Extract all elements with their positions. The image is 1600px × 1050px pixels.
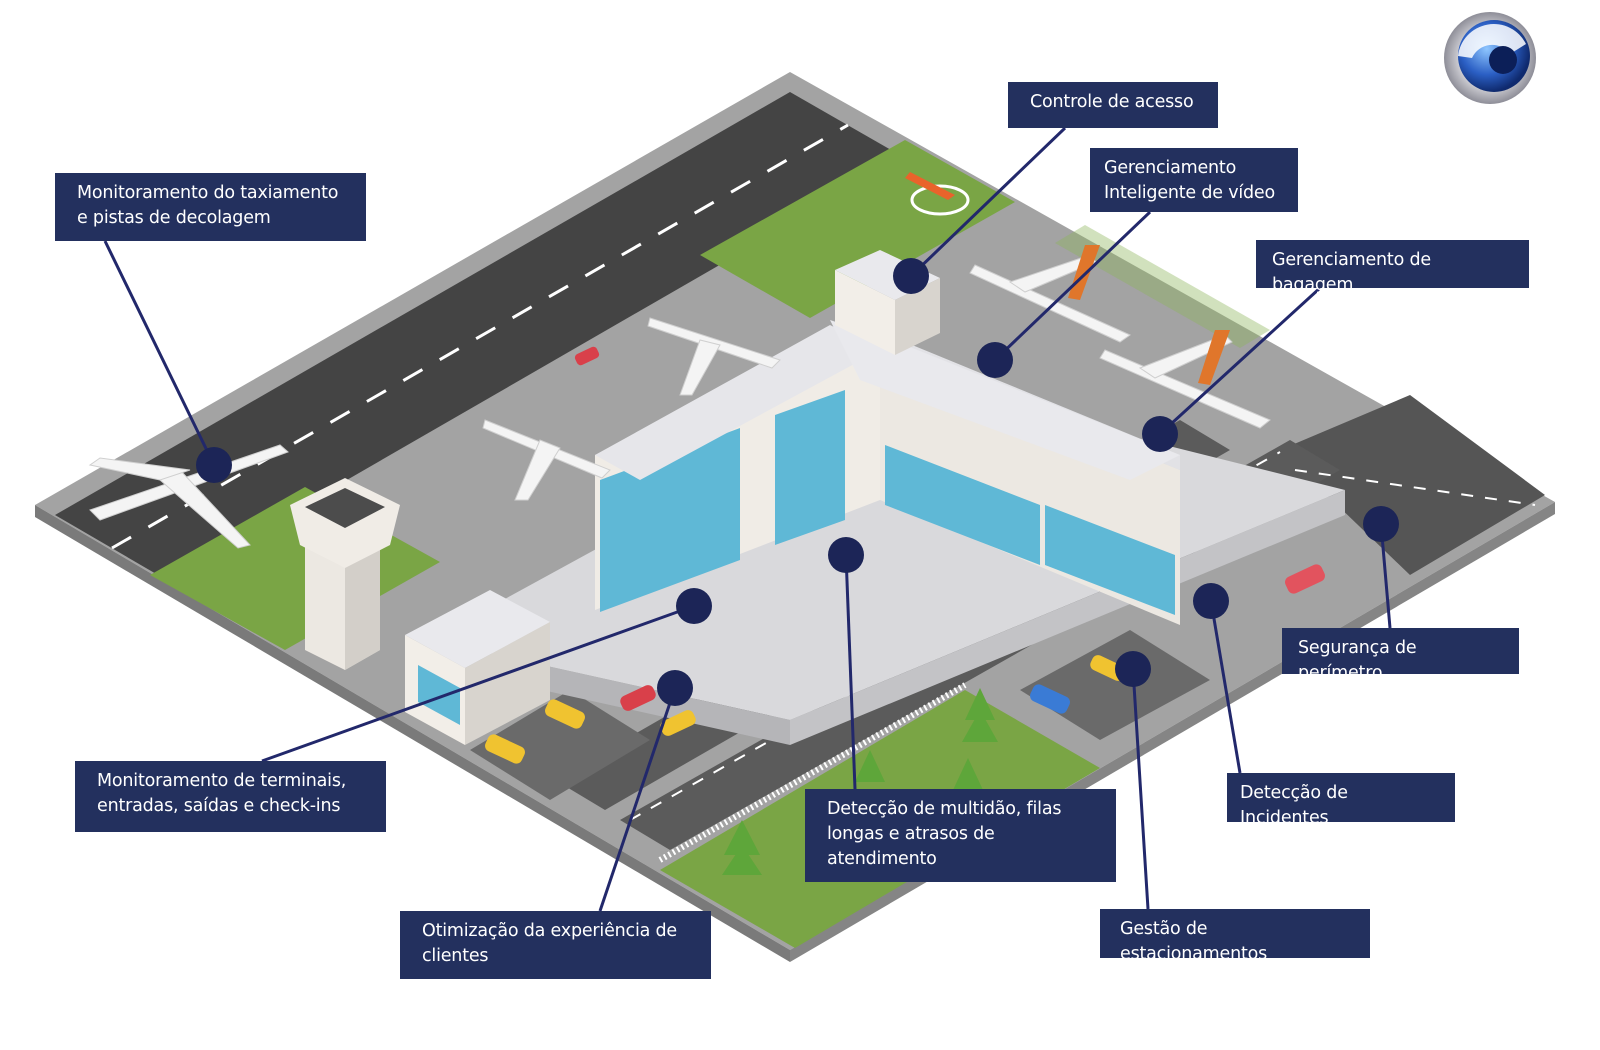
marker-baggage [1142, 416, 1178, 452]
marker-parking [1115, 651, 1151, 687]
callout-label: Gerenciamento de bagagem [1272, 250, 1431, 295]
leader-line-crowd [844, 554, 857, 790]
lens-logo-icon [1444, 12, 1536, 104]
cars [485, 346, 1325, 764]
marker-video [977, 342, 1013, 378]
leader-line-baggage [1158, 286, 1322, 436]
callout-incident-detection: Detecção de Incidentes [1227, 773, 1455, 828]
leader-line-taxiway [103, 240, 216, 466]
callout-label: Gestão de estacionamentos [1120, 919, 1268, 964]
aircraft-tail-stripes [1068, 245, 1230, 385]
callout-label: Detecção de Incidentes [1240, 783, 1348, 828]
callout-label: Monitoramento de terminais, entradas, sa… [97, 771, 347, 816]
callout-taxiway-monitoring: Monitoramento do taxiamento e pistas de … [55, 173, 366, 241]
marker-crowd [828, 537, 864, 573]
aircraft [88, 254, 1271, 549]
fence [658, 682, 967, 863]
terminal-building [405, 250, 1345, 745]
control-tower [290, 478, 400, 670]
callout-label: Controle de acesso [1030, 92, 1194, 112]
callout-customer-experience: Otimização da experiência de clientes [400, 911, 711, 979]
markers [196, 258, 1399, 706]
marker-terminals [676, 588, 712, 624]
marker-customer [657, 670, 693, 706]
marker-access [893, 258, 929, 294]
leader-line-terminals [261, 604, 695, 763]
callout-crowd-detection: Detecção de multidão, filas longas e atr… [805, 789, 1116, 882]
leader-line-video [993, 210, 1152, 362]
callout-video-management: Gerenciamento Inteligente de vídeo [1090, 148, 1298, 212]
leader-lines [103, 126, 1392, 912]
marker-perimeter [1363, 506, 1399, 542]
callout-label: Monitoramento do taxiamento e pistas de … [77, 183, 339, 228]
leader-line-parking [1131, 668, 1150, 910]
helipad [905, 172, 970, 216]
trees [722, 688, 998, 875]
callout-parking-management: Gestão de estacionamentos [1100, 909, 1370, 964]
callout-terminal-monitoring: Monitoramento de terminais, entradas, sa… [75, 761, 386, 832]
callout-perimeter-security: Segurança de perímetro [1282, 628, 1519, 683]
callout-label: Detecção de multidão, filas longas e atr… [827, 799, 1062, 869]
leader-line-customer [598, 687, 677, 912]
callout-access-control: Controle de acesso [1008, 82, 1218, 128]
callout-label: Gerenciamento Inteligente de vídeo [1104, 158, 1276, 203]
callout-label: Otimização da experiência de clientes [422, 921, 677, 966]
marker-taxiway [196, 447, 232, 483]
leader-line-access [909, 126, 1067, 278]
callout-label: Segurança de perímetro [1298, 638, 1417, 683]
marker-incidents [1193, 583, 1229, 619]
leader-line-incidents [1209, 600, 1242, 774]
callout-baggage-management: Gerenciamento de bagagem [1256, 240, 1529, 295]
